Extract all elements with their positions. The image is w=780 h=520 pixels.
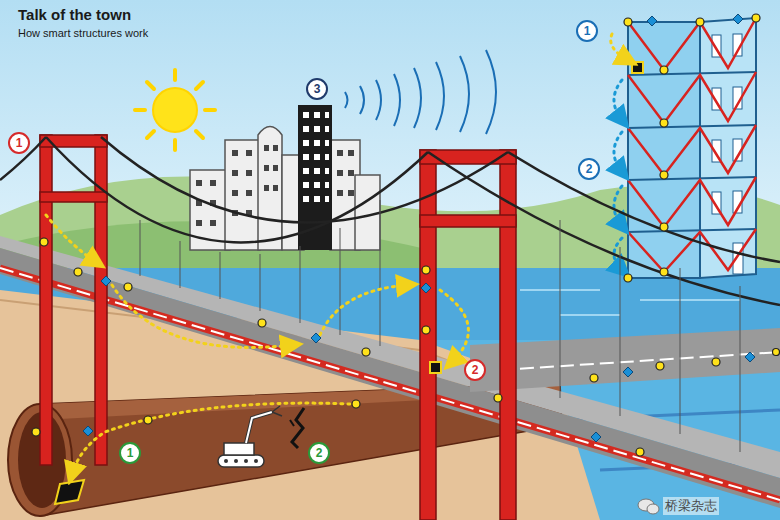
callout-number: 2	[464, 359, 486, 381]
callout-number: 2	[308, 442, 330, 464]
callout-number: 1	[576, 20, 598, 42]
callout-number: 3	[306, 78, 328, 100]
callout-number: 1	[119, 442, 141, 464]
callout-number: 1	[8, 132, 30, 154]
watermark: 桥梁杂志	[663, 497, 719, 515]
diagram-caption: How smart structures work	[18, 27, 148, 39]
callout-number: 2	[578, 158, 600, 180]
diagram-title: Talk of the town	[18, 6, 131, 23]
